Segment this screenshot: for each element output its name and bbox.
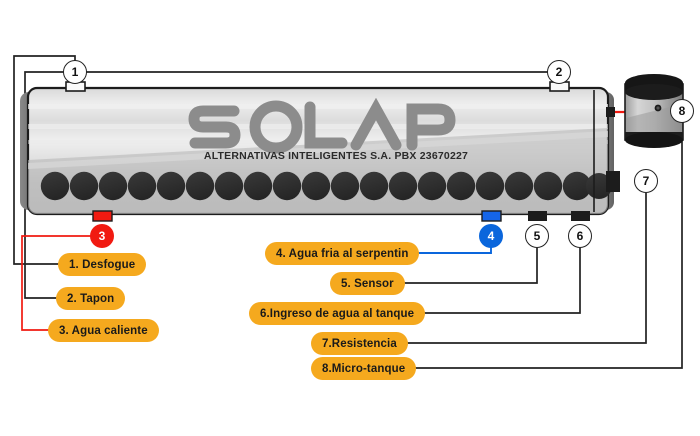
nozzle-side-resistance <box>606 171 620 192</box>
leader-line-7 <box>395 193 647 344</box>
marker-4-number: 4 <box>487 229 495 243</box>
leader-line-5 <box>383 248 538 284</box>
marker-2-number: 2 <box>555 65 563 79</box>
nozzle-bottom-tank-inlet <box>571 211 590 221</box>
marker-5-number: 5 <box>533 229 541 243</box>
nozzle-bottom-cold-inlet <box>481 210 502 222</box>
marker-1[interactable]: 1 <box>63 60 87 84</box>
legend-label-tapon[interactable]: 2. Tapon <box>56 287 126 310</box>
leader-line-6 <box>400 248 581 314</box>
nozzle-bottom-sensor <box>528 211 547 221</box>
marker-7[interactable]: 7 <box>634 169 658 193</box>
leader-lines <box>13 55 683 369</box>
legend-label-micro-tanque[interactable]: 8.Micro-tanque <box>311 357 417 380</box>
marker-6[interactable]: 6 <box>568 224 592 248</box>
leader-line-8 <box>400 123 683 369</box>
marker-5[interactable]: 5 <box>525 224 549 248</box>
legend-label-resistencia[interactable]: 7.Resistencia <box>311 332 408 355</box>
marker-7-number: 7 <box>642 174 650 188</box>
marker-6-number: 6 <box>576 229 584 243</box>
panel-ports <box>65 81 620 222</box>
legend-label-agua-fria[interactable]: 4. Agua fria al serpentin <box>265 242 420 265</box>
marker-4[interactable]: 4 <box>479 224 503 248</box>
evacuated-tube-row <box>40 171 612 201</box>
marker-3-number: 3 <box>98 229 106 243</box>
legend-label-sensor[interactable]: 5. Sensor <box>330 272 405 295</box>
nozzle-bottom-hot-outlet <box>92 210 113 222</box>
marker-1-number: 1 <box>71 65 79 79</box>
brand-tagline: ALTERNATIVAS INTELIGENTES S.A. PBX 23670… <box>203 150 469 162</box>
marker-3[interactable]: 3 <box>90 224 114 248</box>
marker-2[interactable]: 2 <box>547 60 571 84</box>
micro-tank-hole-icon <box>654 104 662 112</box>
legend-label-ingreso-agua[interactable]: 6.Ingreso de agua al tanque <box>249 302 426 325</box>
leader-line-3 <box>21 235 102 331</box>
marker-8-number: 8 <box>678 104 686 118</box>
legend-label-agua-caliente[interactable]: 3. Agua caliente <box>48 319 159 342</box>
legend-label-desfogue[interactable]: 1. Desfogue <box>58 253 147 276</box>
marker-8[interactable]: 8 <box>670 99 694 123</box>
